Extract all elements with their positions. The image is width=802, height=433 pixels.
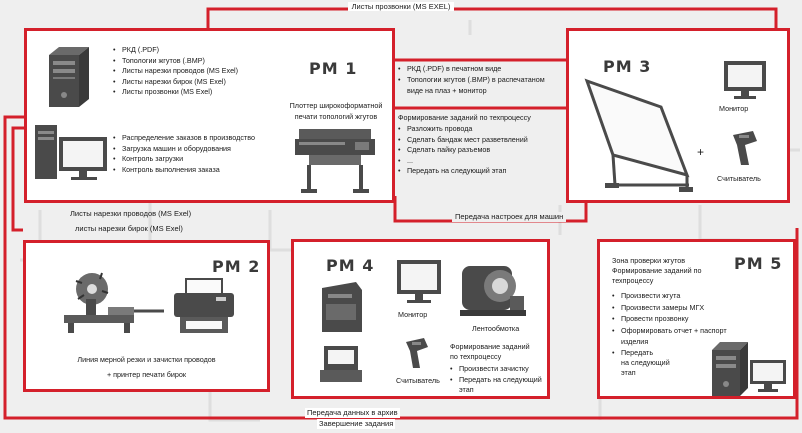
rm1-task-item: Загрузка машин и оборудования: [113, 144, 255, 155]
barcode-scanner-icon: [733, 131, 757, 165]
label-printer-icon: [174, 278, 234, 333]
rm5-task-list: Произвести жгута Произвести замеры МГХ П…: [612, 290, 727, 336]
connector-label-wire-sheets: Листы нарезки проводов (MS Exel): [70, 209, 192, 218]
monitor-icon: [397, 260, 441, 303]
rm5-task-item: Произвести замеры МГХ: [612, 302, 727, 314]
terminal-kiosk-icon: [322, 282, 362, 332]
assembly-board-icon: [584, 78, 693, 192]
rm3-forming-list: Разложить провода Сделать бандаж мест ра…: [398, 124, 528, 177]
server-icon: [49, 47, 89, 107]
rm2-box: РМ 2 Линия мерной резки и зачистки прово…: [23, 240, 270, 392]
workstation-icon: [320, 346, 362, 382]
rm4-monitor-label: Монитор: [398, 310, 428, 319]
desktop-computer-icon: [35, 125, 107, 180]
rm3-input-item: Топологии жгутов (.BMP) в распечатаном: [398, 75, 545, 86]
rm4-taping-label: Лентообмотка: [472, 324, 520, 333]
rm3-scanner-label: Считыватель: [717, 174, 761, 183]
rm3-title: РМ 3: [603, 57, 652, 76]
rm4-task-continuation: этап: [459, 385, 474, 394]
rm5-last-task: Передать на следующий этап: [612, 348, 670, 378]
plotter-label-line2: печати топологий жгутов: [294, 112, 378, 121]
rm1-file-item: Листы нарезки бирок (MS Exel): [113, 77, 238, 88]
rm3-input-continuation: виде на плаз + монитор: [407, 86, 487, 95]
rm4-task-list: Произвести зачистку Передать на следующи…: [450, 364, 542, 385]
rm5-task-item: Оформировать отчет + паспорт: [612, 325, 727, 337]
rm1-file-item: РКД (.PDF): [113, 45, 238, 56]
plotter-label-line1: Плоттер широкоформатной: [289, 101, 383, 110]
rm3-forming-item: ...: [398, 156, 528, 167]
rm4-task-item: Произвести зачистку: [450, 364, 542, 375]
server-icon: [712, 342, 748, 396]
rm5-intro-line: Зона проверки жгутов: [612, 256, 686, 265]
rm5-task-item: Передать на следующий этап: [612, 348, 670, 378]
connector-label-top: Листы прозвонки (MS EXEL): [347, 2, 455, 11]
rm1-file-item: Топологии жгутов (.BMP): [113, 56, 238, 67]
taping-machine-icon: [460, 266, 526, 316]
rm4-task-item: Передать на следующий: [450, 375, 542, 386]
rm3-input-list: РКД (.PDF) в печатном виде Топологии жгу…: [398, 64, 545, 85]
rm3-box: РМ 3 Монитор + Считыватель: [566, 28, 790, 203]
rm3-forming-item: Разложить провода: [398, 124, 528, 135]
rm5-intro: Зона проверки жгутов Формирование задани…: [612, 256, 702, 286]
connector-label-settings: Передача настроек для машин: [452, 212, 567, 222]
rm4-box: РМ 4 Монитор Лентообмотка Считыватель Фо…: [291, 239, 550, 399]
rm5-task-item: Провести прозвонку: [612, 313, 727, 325]
plus-sign: +: [697, 145, 705, 159]
rm5-title: РМ 5: [734, 254, 783, 273]
wide-format-plotter-icon: [295, 129, 375, 193]
rm4-forming-title-line1: Формирование заданий: [450, 342, 530, 351]
rm2-caption-line2: + принтер печати бирок: [106, 370, 187, 379]
rm1-file-item: Листы нарезки проводов (MS Exel): [113, 66, 238, 77]
rm3-forming-item: Сделать пайку разъемов: [398, 145, 528, 156]
rm5-intro-line: Формирование заданий по: [612, 266, 702, 275]
wire-cutting-machine-icon: [64, 272, 164, 333]
rm1-task-item: Контроль выполнения заказа: [113, 165, 255, 176]
rm1-file-item: Листы прозвонки (MS Exel): [113, 87, 238, 98]
rm5-last-task-line: Передать: [621, 348, 654, 357]
rm1-task-item: Распределение заказов в производство: [113, 133, 255, 144]
rm4-forming-title-line2: по техпроцессу: [450, 352, 502, 361]
rm5-intro-line: техпроцессу: [612, 276, 654, 285]
connector-label-tag-sheets: листы нарезки бирок (MS Exel): [75, 224, 183, 233]
rm2-title: РМ 2: [212, 257, 261, 276]
rm4-title: РМ 4: [326, 256, 375, 275]
rm3-monitor-label: Монитор: [719, 104, 749, 113]
rm5-last-task-line: на следующий: [621, 358, 670, 367]
barcode-scanner-icon: [406, 338, 428, 368]
rm1-task-item: Контроль загрузки: [113, 154, 255, 165]
rm5-task-continuation: изделия: [621, 337, 649, 346]
rm4-scanner-label: Считыватель: [396, 376, 440, 385]
rm3-input-item: РКД (.PDF) в печатном виде: [398, 64, 545, 75]
rm1-box: РКД (.PDF) Топологии жгутов (.BMP) Листы…: [24, 28, 395, 203]
rm2-caption-line1: Линия мерной резки и зачистки проводов: [77, 355, 216, 364]
rm3-forming-item: Сделать бандаж мест разветвлений: [398, 135, 528, 146]
connector-label-finish: Завершение задания: [317, 419, 396, 429]
rm3-forming-item: Передать на следующий этап: [398, 166, 528, 177]
rm5-last-task-line: этап: [621, 368, 636, 377]
rm1-title: РМ 1: [309, 59, 358, 78]
connector-label-archive: Передача данных в архив: [305, 408, 400, 418]
rm3-forming-title: Формирование заданий по техпроцессу: [398, 113, 531, 122]
desktop-computer-icon: [750, 360, 786, 392]
rm5-box: РМ 5 Зона проверки жгутов Формирование з…: [597, 239, 796, 399]
monitor-icon: [724, 61, 766, 99]
rm5-task-item: Произвести жгута: [612, 290, 727, 302]
rm1-task-list: Распределение заказов в производство Заг…: [113, 133, 255, 175]
rm1-file-list: РКД (.PDF) Топологии жгутов (.BMP) Листы…: [113, 45, 238, 98]
